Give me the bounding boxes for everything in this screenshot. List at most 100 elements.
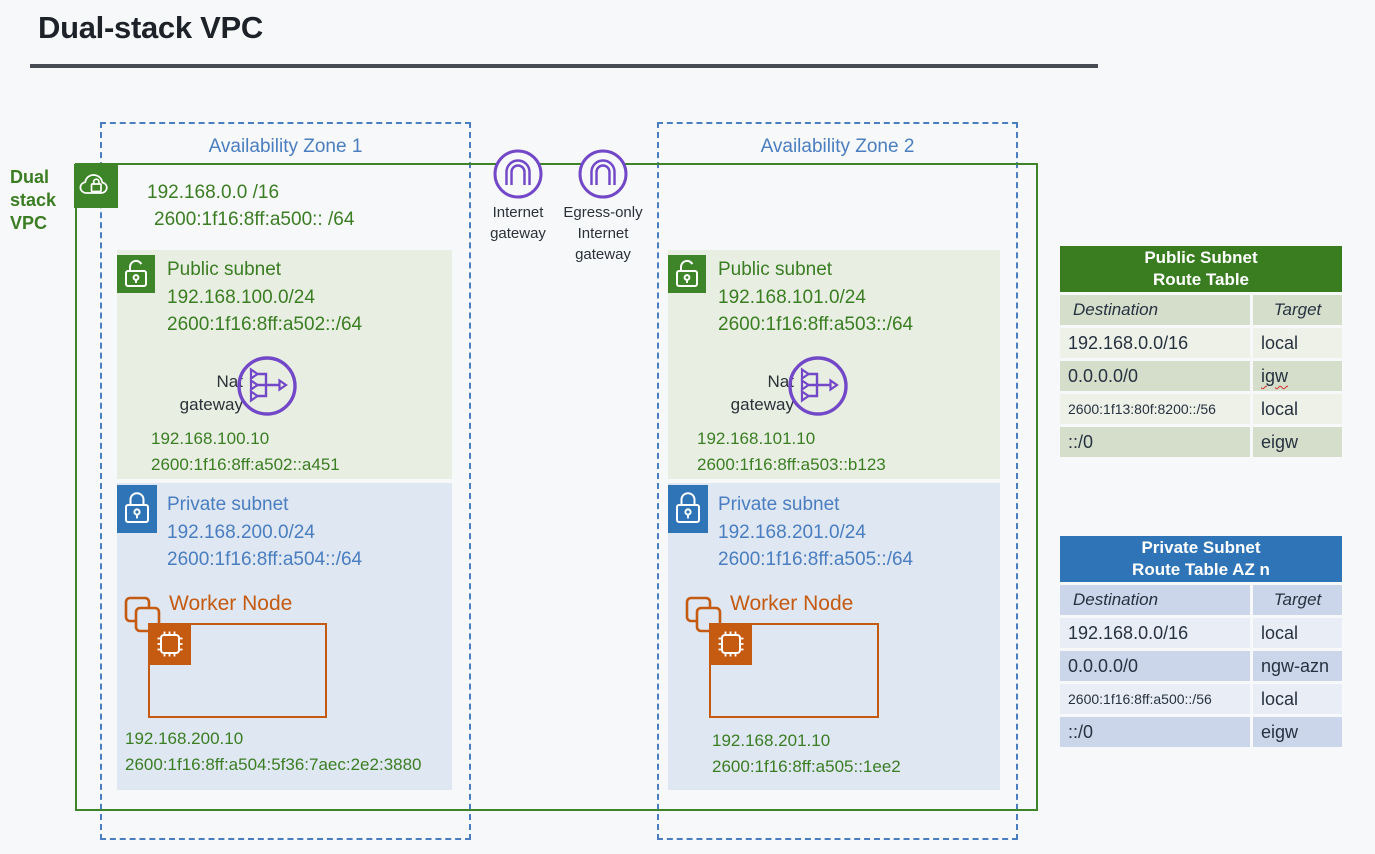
worker-ip-v4: 192.168.200.10: [125, 729, 244, 748]
nat-gateway-label: Nat gateway: [668, 370, 794, 416]
nat-label-line: gateway: [730, 395, 794, 414]
subnet-title: Private subnet: [718, 494, 840, 515]
private-subnet-az2: Private subnet 192.168.201.0/24 2600:1f1…: [668, 483, 1000, 790]
subnet-cidr-ipv4: 192.168.201.0/24: [718, 521, 866, 543]
title-divider: [30, 64, 1098, 68]
route-target: ngw-azn: [1253, 651, 1342, 681]
route-target: local: [1253, 684, 1342, 714]
route-table-grid: Destination Target 192.168.0.0/16 local …: [1060, 295, 1342, 457]
vpc-title-line: VPC: [10, 213, 48, 233]
internet-gateway-icon: [492, 148, 544, 200]
internet-gateway-label: Internet gateway: [477, 202, 559, 244]
egress-gateway-label-line: Internet: [577, 225, 629, 242]
worker-node-addresses: 192.168.200.10 2600:1f16:8ff:a504:5f36:7…: [125, 726, 422, 778]
vpc-title-line: stack: [10, 190, 57, 210]
ec2-chip-icon: [709, 623, 752, 665]
worker-node-box: [148, 623, 327, 718]
public-subnet-icon: [117, 255, 155, 293]
vpc-title: Dual stack VPC: [10, 166, 56, 235]
route-destination: 0.0.0.0/0: [1060, 361, 1250, 391]
subnet-title: Private subnet: [167, 494, 289, 515]
route-target: igw: [1253, 361, 1342, 391]
page-title: Dual-stack VPC: [38, 10, 263, 45]
route-table-title-line: Public Subnet: [1144, 248, 1258, 267]
route-target: local: [1253, 328, 1342, 358]
internet-gateway-label-line: gateway: [490, 225, 546, 242]
vpc-cidr-ipv4: 192.168.0.0 /16: [147, 182, 280, 203]
nat-ip-v6: 2600:1f16:8ff:a502::a451: [151, 455, 340, 474]
availability-zone-1-box: Availability Zone 1: [100, 122, 471, 840]
route-destination: ::/0: [1060, 427, 1250, 457]
ec2-chip-icon: [148, 623, 191, 665]
route-table-title: Public Subnet Route Table: [1060, 246, 1342, 292]
worker-ip-v6: 2600:1f16:8ff:a504:5f36:7aec:2e2:3880: [125, 755, 422, 774]
public-subnet-az2: Public subnet 192.168.101.0/24 2600:1f16…: [668, 250, 1000, 479]
worker-node-label: Worker Node: [169, 592, 293, 615]
subnet-title: Public subnet: [167, 259, 282, 280]
worker-node-box: [709, 623, 879, 718]
vpc-title-line: Dual: [10, 167, 50, 187]
nat-ip-v6: 2600:1f16:8ff:a503::b123: [697, 455, 886, 474]
private-subnet-icon: [117, 485, 157, 533]
route-target: eigw: [1253, 427, 1342, 457]
worker-ip-v6: 2600:1f16:8ff:a505::1ee2: [712, 757, 901, 776]
subnet-title: Public subnet: [718, 259, 833, 280]
subnet-cidr-ipv4: 192.168.101.0/24: [718, 286, 866, 308]
private-subnet-icon: [668, 485, 708, 533]
nat-gateway-addresses: 192.168.101.10 2600:1f16:8ff:a503::b123: [697, 426, 886, 478]
private-subnet-route-table: Private Subnet Route Table AZ n Destinat…: [1060, 536, 1342, 747]
route-target-text: igw: [1261, 366, 1289, 386]
vpc-boundary: [75, 163, 1038, 811]
subnet-cidr-ipv4: 192.168.100.0/24: [167, 286, 315, 308]
private-subnet-header: Private subnet 192.168.200.0/24 2600:1f1…: [167, 491, 362, 574]
subnet-cidr-ipv4: 192.168.200.0/24: [167, 521, 315, 543]
route-table-title-line: Route Table: [1152, 270, 1250, 289]
route-destination: 0.0.0.0/0: [1060, 651, 1250, 681]
nat-label-line: gateway: [179, 395, 243, 414]
private-subnet-header: Private subnet 192.168.201.0/24 2600:1f1…: [718, 491, 913, 574]
vpc-cidr-block: 192.168.0.0 /16 2600:1f16:8ff:a500:: /64: [147, 179, 354, 233]
nat-gateway-icon: [235, 354, 299, 418]
availability-zone-2-label: Availability Zone 2: [760, 136, 915, 157]
route-destination: 2600:1f13:80f:8200::/56: [1060, 394, 1250, 424]
route-table-grid: Destination Target 192.168.0.0/16 local …: [1060, 585, 1342, 747]
route-table-title: Private Subnet Route Table AZ n: [1060, 536, 1342, 582]
nat-gateway-addresses: 192.168.100.10 2600:1f16:8ff:a502::a451: [151, 426, 340, 478]
internet-gateway-label-line: Internet: [492, 204, 544, 221]
route-target: local: [1253, 618, 1342, 648]
worker-node-label: Worker Node: [730, 592, 854, 615]
availability-zone-2-box: Availability Zone 2: [657, 122, 1018, 840]
egress-gateway-label-line: Egress-only: [563, 204, 643, 221]
nat-label-line: Nat: [767, 372, 794, 391]
private-subnet-az1: Private subnet 192.168.200.0/24 2600:1f1…: [117, 483, 452, 790]
column-header-target: Target: [1253, 295, 1342, 325]
vpc-cloud-icon: [74, 164, 118, 208]
column-header-destination: Destination: [1060, 585, 1250, 615]
vpc-cidr-ipv6: 2600:1f16:8ff:a500:: /64: [154, 209, 355, 230]
route-table-title-line: Private Subnet: [1141, 538, 1261, 557]
egress-only-internet-gateway-icon: [577, 148, 629, 200]
nat-ip-v4: 192.168.101.10: [697, 429, 816, 448]
column-header-destination: Destination: [1060, 295, 1250, 325]
nat-ip-v4: 192.168.100.10: [151, 429, 270, 448]
nat-gateway-label: Nat gateway: [117, 370, 243, 416]
public-subnet-icon: [668, 255, 706, 293]
worker-node-addresses: 192.168.201.10 2600:1f16:8ff:a505::1ee2: [712, 728, 901, 780]
public-subnet-header: Public subnet 192.168.101.0/24 2600:1f16…: [718, 256, 913, 339]
worker-ip-v4: 192.168.201.10: [712, 731, 831, 750]
public-subnet-route-table: Public Subnet Route Table Destination Ta…: [1060, 246, 1342, 457]
subnet-cidr-ipv6: 2600:1f16:8ff:a502::/64: [167, 314, 363, 335]
public-subnet-header: Public subnet 192.168.100.0/24 2600:1f16…: [167, 256, 362, 339]
route-destination: 192.168.0.0/16: [1060, 328, 1250, 358]
column-header-target: Target: [1253, 585, 1342, 615]
route-target: local: [1253, 394, 1342, 424]
route-destination: ::/0: [1060, 717, 1250, 747]
subnet-cidr-ipv6: 2600:1f16:8ff:a505::/64: [718, 549, 914, 570]
route-table-title-line: Route Table AZ n: [1132, 560, 1270, 579]
nat-label-line: Nat: [216, 372, 243, 391]
route-destination: 192.168.0.0/16: [1060, 618, 1250, 648]
public-subnet-az1: Public subnet 192.168.100.0/24 2600:1f16…: [117, 250, 452, 479]
route-target: eigw: [1253, 717, 1342, 747]
availability-zone-1-label: Availability Zone 1: [208, 136, 363, 157]
